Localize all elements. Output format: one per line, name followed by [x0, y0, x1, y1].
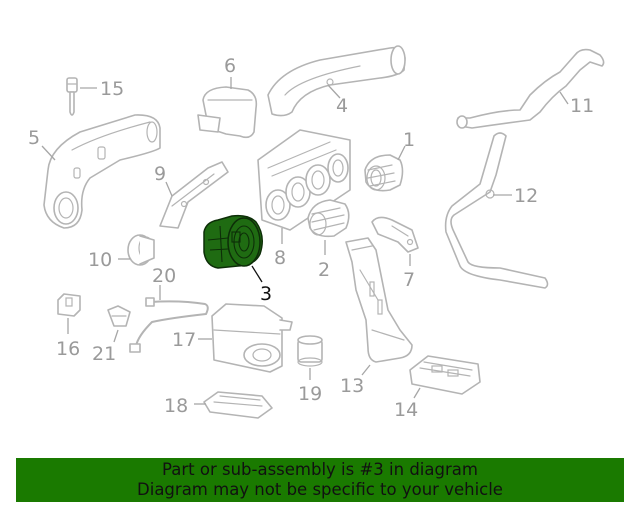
callout-14: 14 [394, 399, 418, 421]
callout-5: 5 [28, 127, 40, 149]
callout-16: 16 [56, 338, 80, 360]
part-16-clip [57, 293, 81, 317]
callout-13: 13 [340, 375, 364, 397]
banner-line-2: Diagram may not be specific to your vehi… [137, 480, 503, 499]
callout-7: 7 [403, 269, 415, 291]
callout-18: 18 [164, 395, 188, 417]
callout-21: 21 [92, 343, 116, 365]
part-21-clip [107, 305, 131, 327]
part-18-grille [203, 391, 273, 419]
part-7-vent-piece [371, 216, 419, 253]
part-19-cylinder [297, 335, 323, 367]
callout-20: 20 [152, 265, 176, 287]
callout-8: 8 [274, 247, 286, 269]
part-5-duct [43, 114, 161, 229]
part-2-vent [307, 199, 350, 238]
info-banner: Part or sub-assembly is #3 in diagram Di… [16, 458, 624, 502]
part-12-pipe [444, 132, 549, 289]
part-11-hose [456, 48, 605, 129]
part-17-housing [211, 303, 293, 373]
callout-10: 10 [88, 249, 112, 271]
callout-3: 3 [260, 283, 272, 305]
callout-9: 9 [154, 163, 166, 185]
callout-15: 15 [100, 78, 124, 100]
callout-1: 1 [403, 129, 415, 151]
callout-19: 19 [298, 383, 322, 405]
part-10-collar [127, 234, 155, 266]
parts-diagram: 1 2 3 4 5 6 7 8 9 10 11 12 13 14 15 16 1… [28, 45, 605, 421]
part-13-tall-duct [345, 237, 413, 363]
part-1-vent [364, 154, 404, 192]
part-20-cable [129, 297, 209, 353]
callout-2: 2 [318, 259, 330, 281]
callout-4: 4 [336, 95, 348, 117]
callout-11: 11 [570, 95, 594, 117]
banner-line-1: Part or sub-assembly is #3 in diagram [162, 460, 478, 479]
part-9-bracket [159, 161, 229, 229]
callout-12: 12 [514, 185, 538, 207]
part-3-highlighted-vent [203, 214, 263, 269]
callout-6: 6 [224, 55, 236, 77]
part-6-elbow [197, 86, 258, 139]
part-15-sensor [66, 77, 78, 116]
part-4-upper-duct [267, 45, 406, 117]
part-14-grille [409, 355, 481, 395]
callout-17: 17 [172, 329, 196, 351]
